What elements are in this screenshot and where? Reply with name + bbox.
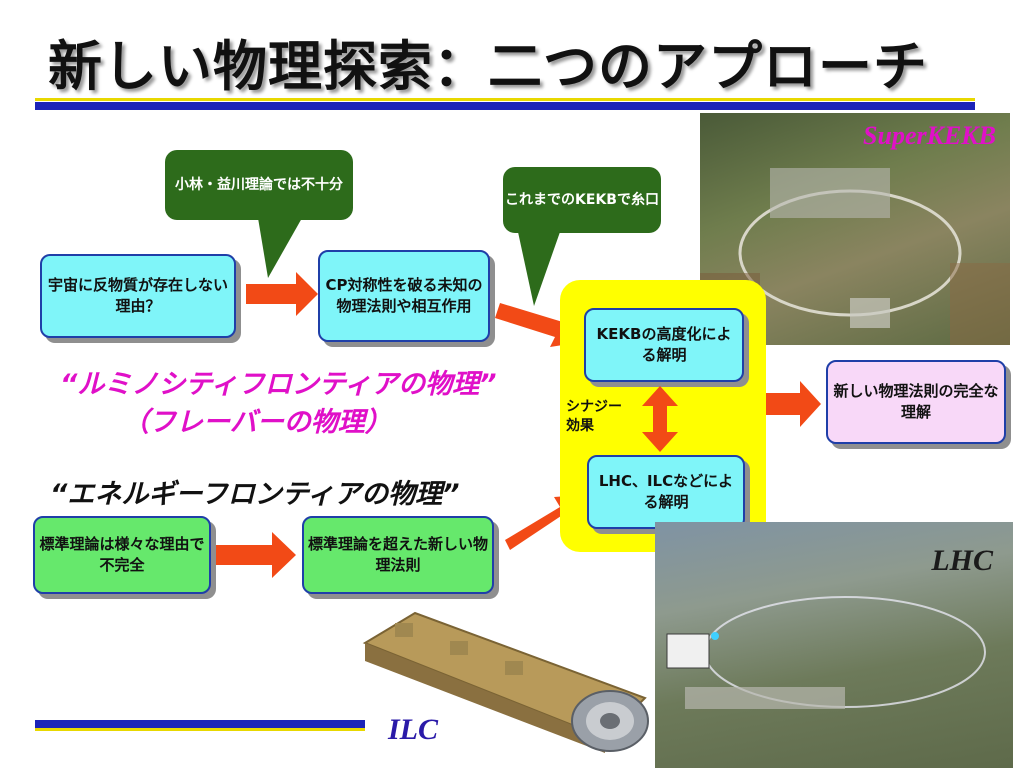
bubble-kobayashi-maskawa: 小林・益川理論では不十分 [165,150,353,220]
box-full-understanding: 新しい物理法則の完全な理解 [826,360,1006,444]
energy-frontier-title: “エネルギーフロンティアの物理” [50,479,460,510]
bubble-tail-kobayashi [258,218,302,278]
synergy-label: シナジー効果 [566,399,622,434]
superkekb-label: SuperKEKB [863,121,996,150]
bubble-tail-kekb [518,232,560,306]
lhc-label: LHC [931,544,993,577]
box-standard-model-incomplete: 標準理論は様々な理由で不完全 [33,516,211,594]
box-cp-violation: CP対称性を破る未知の物理法則や相互作用 [318,250,490,342]
box-lhc-ilc-explanation: LHC、ILCなどによる解明 [587,455,745,529]
page-title: 新しい物理探索：二つのアプローチ [48,35,928,98]
flavor-physics-subtitle: （フレーバーの物理） [122,407,392,438]
bottom-rule-yellow [35,728,365,731]
ilc-cryomodule-image [362,611,649,753]
box-kekb-explanation: KEKBの高度化による解明 [584,308,744,382]
double-arrow-synergy [642,386,678,452]
box-antimatter-question: 宇宙に反物質が存在しない理由？ [40,254,236,338]
ilc-label: ILC [388,713,439,746]
luminosity-frontier-title: “ルミノシティフロンティアの物理” [60,369,497,400]
arrow-universe-to-cp [246,272,318,316]
box-beyond-standard-model: 標準理論を超えた新しい物理法則 [302,516,494,594]
lhc-photo: LHC [655,522,1013,768]
bubble-kekb-clue: これまでのKEKBで糸口 [503,167,661,233]
bottom-rule-blue [35,720,365,728]
arrow-to-full-understanding [762,381,821,427]
arrow-sm-to-beyond [216,532,296,578]
title-underline-yellow [35,98,975,101]
title-underline-blue [35,102,975,110]
lhc-ring-graphic [666,596,986,709]
